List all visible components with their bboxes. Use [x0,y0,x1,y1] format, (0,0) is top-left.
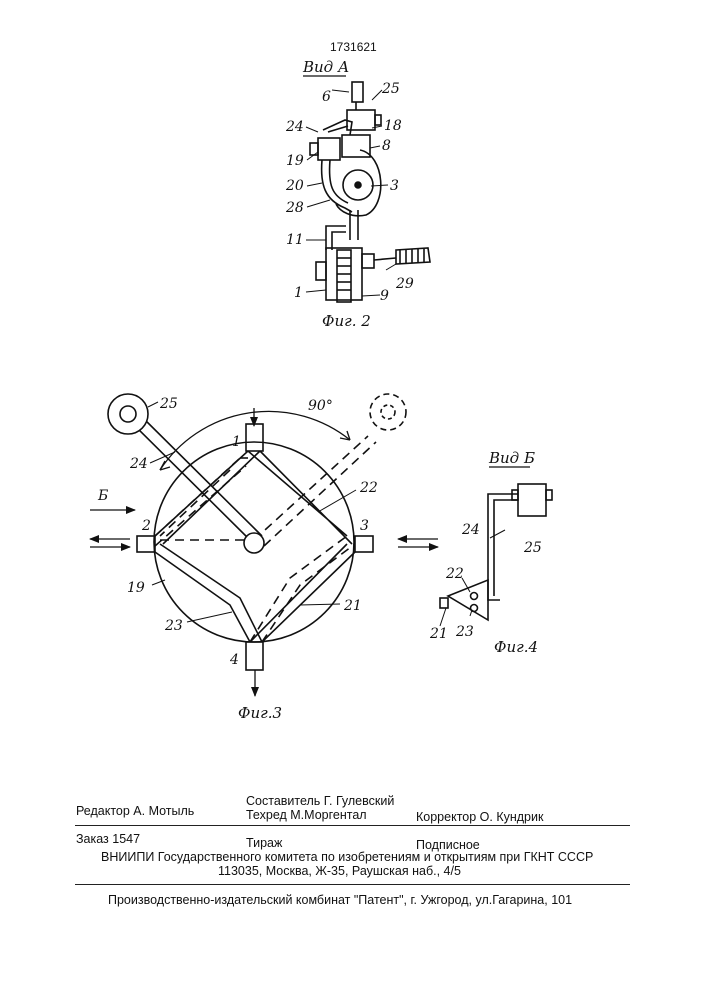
footer-rule-bottom [75,884,630,885]
footer-publisher: Производственно-издательский комбинат "П… [108,893,572,907]
fig2-label: 8 [382,138,391,154]
fig3-label: 24 [129,456,148,472]
fig2-label: 19 [286,153,304,169]
fig2-labels: 6 25 24 18 19 8 20 3 28 11 29 1 9 Фиг. 2 [285,81,414,330]
fig2-label: 9 [380,288,389,304]
fig2-part-25-cap [375,115,381,125]
fig2-handle-29 [396,248,430,264]
fig3-label: 23 [164,618,183,634]
fig3-hub [244,533,264,553]
fig3-label: 19 [127,580,145,596]
fig2-label: 1 [294,285,303,301]
fig2-part-19 [318,138,340,160]
fig4-label: 22 [445,566,464,582]
footer-tech-editor: Техред М.Моргентал [246,808,367,822]
fig2-label: 20 [285,178,304,194]
fig2-label: 6 [322,89,331,105]
fig4-knob-25 [518,484,546,516]
footer-editor: Редактор А. Мотыль [76,804,194,818]
fig3-label: 25 [159,396,178,412]
fig3-label: 1 [232,434,241,450]
fig4-label: 23 [455,624,474,640]
fig2-view-label: Вид А [302,58,349,76]
fig3-angle-arc [160,411,350,470]
fig4-part-21 [440,598,448,608]
fig3-label: 3 [360,518,369,534]
fig3-dashed-channel-a [155,458,246,546]
footer-compiler: Составитель Г. Гулевский [246,794,394,808]
fig4-lever-24 [488,494,518,600]
footer-order: Заказ 1547 [76,832,140,846]
fig4-plate [448,580,488,620]
fig2-label: 3 [390,178,399,194]
fig4-caption: Фиг.4 [494,638,538,656]
fig2-label: 29 [395,276,414,292]
fig4-view-label: Вид Б [488,449,535,467]
fig3-label: 22 [359,480,378,496]
fig2-caption: Фиг. 2 [322,312,371,330]
fig3-label: 21 [343,598,362,614]
fig3-arrow-letter: Б [97,488,108,504]
fig2-part-6 [352,82,363,102]
fig3-port-1 [246,424,263,451]
fig2-part-11 [326,226,346,250]
fig3-port-3 [355,536,373,552]
fig4-label: 24 [461,522,480,538]
fig3-caption: Фиг.3 [238,704,282,722]
fig4-labels: 24 25 22 21 23 Фиг.4 [429,522,542,656]
fig3-angle: 90° [308,398,333,414]
fig2-label: 24 [285,119,304,135]
fig4-label: 25 [523,540,542,556]
fig2-label: 11 [286,232,304,248]
fig2-label: 18 [384,118,402,134]
footer-circulation: Тираж [246,836,282,850]
footer-address: 113035, Москва, Ж-35, Раушская наб., 4/5 [218,864,461,878]
footer-proofreader: Корректор О. Кундрик [416,810,543,824]
fig3-port-4 [246,642,263,670]
footer-rule-top [75,825,630,826]
fig3-knob-25 [108,394,148,434]
fig3-label: 2 [141,518,151,534]
fig2-label: 28 [285,200,304,216]
fig2-label: 25 [381,81,400,97]
fig4-label: 21 [429,626,448,642]
footer-institute: ВНИИПИ Государственного комитета по изоб… [101,850,593,864]
fig4-drawing: Вид Б [440,449,552,626]
fig3-label: 4 [229,652,239,668]
fig3-port-2 [137,536,155,552]
fig3-drawing [90,394,438,696]
fig3-dashed-lever [254,436,376,546]
fig3-ghost-knob [370,394,406,430]
fig2-part-8 [342,135,370,157]
